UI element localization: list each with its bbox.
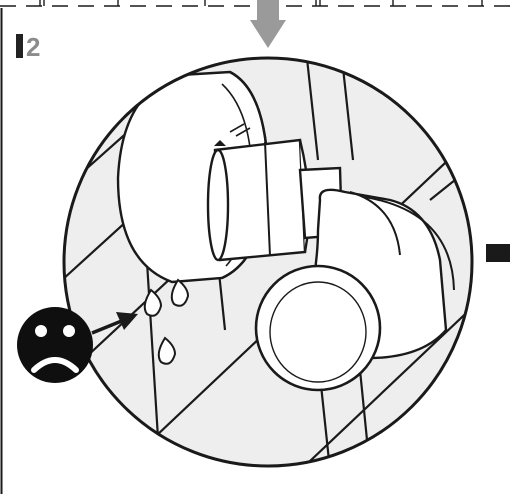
zoom-detail xyxy=(64,58,472,466)
water-drop-icon xyxy=(143,278,190,365)
step-prefix-bar xyxy=(16,34,23,58)
right-edge-bar xyxy=(486,244,510,262)
zoom-circle-outline xyxy=(62,56,474,468)
shower-holder xyxy=(254,188,455,392)
right-arrow-icon xyxy=(91,312,138,335)
step-number-label: 2 xyxy=(16,34,40,60)
sad-face-icon xyxy=(17,307,93,383)
down-arrow-icon xyxy=(250,0,286,48)
step-number: 2 xyxy=(26,32,41,62)
tick-marks xyxy=(39,0,483,6)
